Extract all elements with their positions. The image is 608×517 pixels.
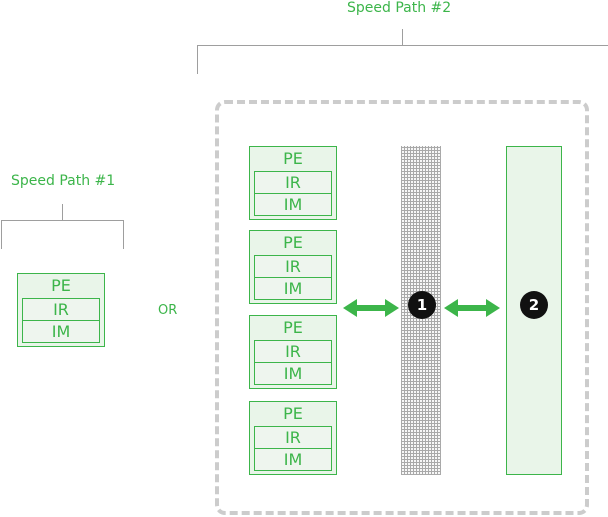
im-cell: IM: [254, 193, 332, 216]
pe-label: PE: [283, 404, 303, 423]
im-cell: IM: [254, 448, 332, 471]
speed-path-1-bracket: [1, 220, 124, 249]
pe-label: PE: [51, 276, 71, 295]
im-cell: IM: [254, 277, 332, 300]
stack-1: PE IR IM: [249, 146, 337, 220]
speed-path-2-bracket: [197, 45, 608, 74]
speed-path-2-container: [215, 100, 589, 515]
badge-2: 2: [520, 291, 548, 319]
pe-label: PE: [283, 233, 303, 252]
pe-label: PE: [283, 149, 303, 168]
speed-path-1-label: Speed Path #1: [11, 173, 116, 189]
arrow-mesh-to-module: [444, 299, 500, 317]
speed-path-2-bracket-stem: [402, 29, 403, 45]
speed-path-2-label: Speed Path #2: [347, 0, 452, 16]
stack-3: PE IR IM: [249, 315, 337, 389]
arrow-stacks-to-mesh: [343, 299, 399, 317]
ir-cell: IR: [22, 298, 100, 321]
speed-path-1-bracket-stem: [62, 204, 63, 220]
stack-4: PE IR IM: [249, 401, 337, 475]
im-cell: IM: [22, 320, 100, 343]
stack-2: PE IR IM: [249, 230, 337, 304]
single-stack: PE IR IM: [17, 273, 105, 347]
or-label: OR: [158, 303, 178, 318]
im-cell: IM: [254, 362, 332, 385]
pe-label: PE: [283, 318, 303, 337]
badge-1: 1: [408, 291, 436, 319]
